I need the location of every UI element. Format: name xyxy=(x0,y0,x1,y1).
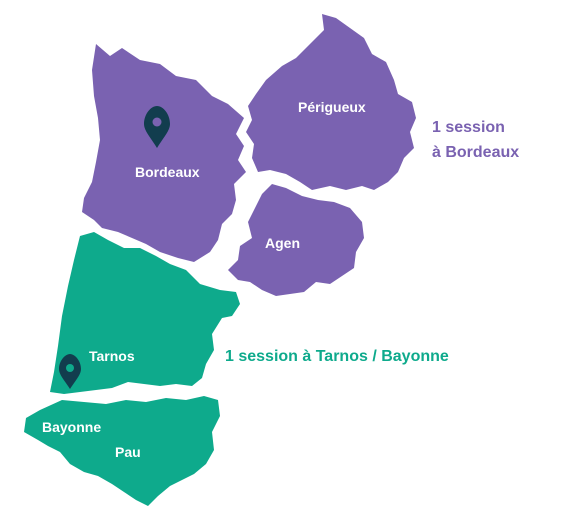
label-tarnos: Tarnos xyxy=(89,348,135,364)
region-pyrenees-atlantiques xyxy=(24,396,220,506)
region-dordogne xyxy=(246,14,416,190)
label-agen: Agen xyxy=(265,235,300,251)
label-pau: Pau xyxy=(115,444,141,460)
label-bayonne: Bayonne xyxy=(42,419,101,435)
legend-south: 1 session à Tarnos / Bayonne xyxy=(225,348,449,365)
pin-hole xyxy=(66,364,74,372)
legend-north-line1: 1 session xyxy=(432,119,505,136)
region-lot-et-garonne xyxy=(228,184,364,296)
map-pin-icon xyxy=(144,106,170,148)
legend-north-line2: à Bordeaux xyxy=(432,144,519,161)
tarnos-pin xyxy=(59,354,81,389)
region-landes xyxy=(50,232,240,394)
label-bordeaux: Bordeaux xyxy=(135,164,200,180)
region-gironde xyxy=(82,44,246,262)
pin-hole xyxy=(152,117,162,127)
label-perigueux: Périgueux xyxy=(298,99,366,115)
bordeaux-pin xyxy=(144,106,170,148)
